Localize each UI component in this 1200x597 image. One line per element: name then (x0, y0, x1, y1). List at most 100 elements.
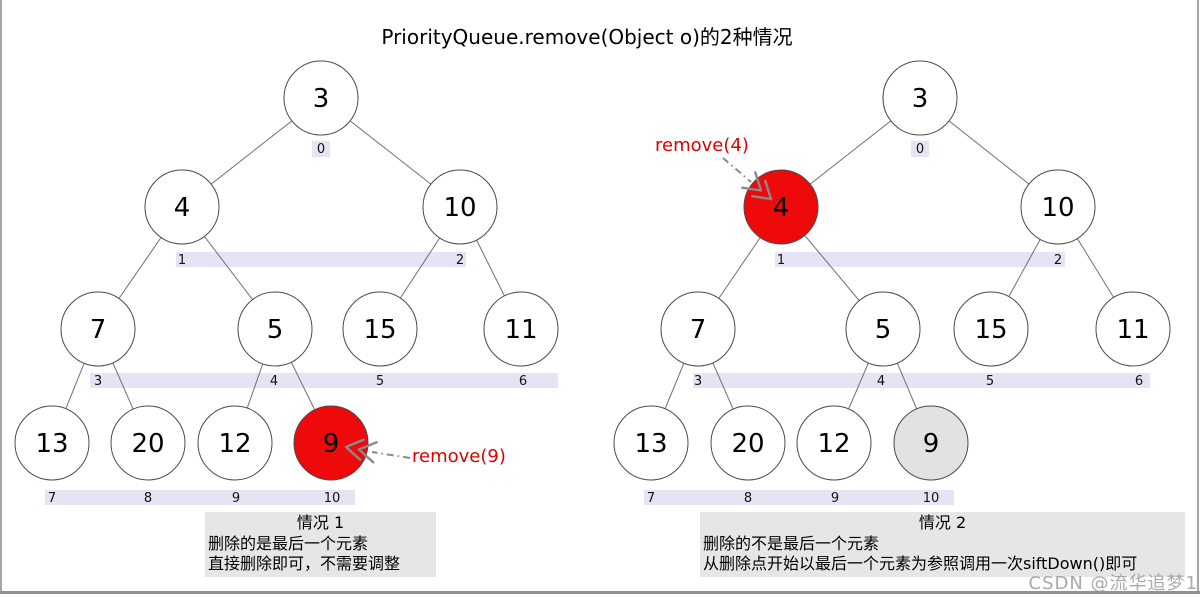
index-label: 5 (376, 374, 384, 389)
index-label: 7 (48, 491, 56, 506)
index-strip (775, 252, 1065, 267)
tree-node-20 (710, 405, 786, 481)
remove-arrow-line (722, 157, 752, 183)
index-label: 6 (1135, 374, 1143, 389)
tree-node-20 (110, 405, 186, 481)
tree-node-9 (293, 405, 369, 481)
tree-node-10 (422, 169, 498, 245)
remove-arrowhead (357, 441, 378, 451)
tree-node-15 (342, 291, 418, 367)
index-label: 5 (986, 374, 994, 389)
index-label: 7 (647, 491, 655, 506)
tree-node-3 (283, 60, 359, 136)
remove-arrowhead (751, 195, 773, 201)
node-value-label: 13 (634, 429, 667, 459)
index-label: 3 (694, 374, 702, 389)
case1-caption-box: 情况 1 删除的是最后一个元素 直接删除即可，不需要调整 (205, 512, 436, 577)
tree-node-9 (893, 405, 969, 481)
node-value-label: 11 (504, 315, 537, 345)
remove-arrowhead (344, 445, 362, 461)
index-label: 1 (178, 253, 186, 268)
index-label: 8 (744, 491, 752, 506)
node-value-label: 7 (90, 315, 107, 345)
remove-annotation-case2: remove(4) (655, 135, 749, 156)
node-value-label: 7 (690, 315, 707, 345)
tree-node-7 (60, 291, 136, 367)
tree-node-10 (1020, 169, 1096, 245)
case1-caption-heading: 情况 1 (296, 513, 345, 532)
index-label: 6 (519, 374, 527, 389)
tree-node-3 (882, 60, 958, 136)
node-value-label: 4 (773, 193, 790, 223)
tree-node-5 (237, 291, 313, 367)
page-title: PriorityQueue.remove(Object o)的2种情况 (381, 25, 793, 49)
index-strip (644, 490, 954, 505)
node-value-label: 5 (875, 315, 892, 345)
tree-node-15 (953, 291, 1029, 367)
node-value-label: 3 (912, 84, 929, 114)
node-value-label: 10 (443, 193, 476, 223)
index-strip (90, 373, 558, 388)
node-value-label: 20 (731, 429, 764, 459)
index-strip (911, 141, 929, 157)
remove-arrowhead (344, 438, 365, 449)
case1-caption-line-2: 直接删除即可，不需要调整 (208, 554, 401, 573)
node-value-label: 12 (218, 429, 251, 459)
index-label: 0 (317, 142, 325, 157)
index-strip (312, 141, 330, 157)
tree-node-11 (483, 291, 559, 367)
bottom-border-bar (0, 591, 1200, 594)
node-value-label: 4 (174, 193, 191, 223)
tree-node-11 (1095, 291, 1171, 367)
case2-caption-line-2: 从删除点开始以最后一个元素为参照调用一次siftDown()即可 (703, 554, 1138, 573)
tree-node-13 (613, 405, 689, 481)
remove-arrow-line (371, 451, 411, 459)
index-label: 2 (456, 253, 464, 268)
node-value-label: 11 (1116, 315, 1149, 345)
left-border (0, 0, 2, 593)
remove-arrowhead (741, 186, 763, 192)
csdn-watermark: CSDN @流华追梦1 (1028, 573, 1198, 594)
index-label: 2 (1054, 253, 1062, 268)
node-value-label: 9 (323, 429, 340, 459)
tree-node-12 (197, 405, 273, 481)
node-value-label: 15 (363, 315, 396, 345)
index-label: 3 (94, 374, 102, 389)
index-strip (693, 373, 1150, 388)
index-label: 9 (831, 491, 839, 506)
index-label: 4 (877, 374, 885, 389)
node-value-label: 12 (817, 429, 850, 459)
tree-node-4 (144, 169, 220, 245)
remove-arrowhead (754, 171, 763, 192)
tree-node-13 (14, 405, 90, 481)
node-value-label: 20 (131, 429, 164, 459)
index-label: 1 (777, 253, 785, 268)
case2-caption-box: 情况 2 删除的不是最后一个元素 从删除点开始以最后一个元素为参照调用一次sif… (700, 512, 1185, 577)
remove-arrowhead (764, 179, 773, 201)
index-label: 10 (324, 491, 341, 506)
node-value-label: 15 (974, 315, 1007, 345)
index-label: 8 (144, 491, 152, 506)
node-value-label: 5 (267, 315, 284, 345)
tree-node-7 (660, 291, 736, 367)
remove-arrowhead (357, 448, 375, 464)
tree-node-5 (845, 291, 921, 367)
case2-caption-line-1: 删除的不是最后一个元素 (703, 533, 880, 553)
case1-caption-line-1: 删除的是最后一个元素 (208, 533, 369, 553)
case2-caption-heading: 情况 2 (918, 513, 967, 532)
index-label: 10 (923, 491, 940, 506)
index-strip (176, 252, 466, 267)
index-strip (45, 490, 355, 505)
index-label: 9 (232, 491, 240, 506)
remove-annotation-case1: remove(9) (412, 446, 506, 467)
right-border (1197, 0, 1199, 593)
index-label: 4 (270, 374, 278, 389)
index-label: 0 (916, 142, 924, 157)
tree-node-4 (743, 169, 819, 245)
node-value-label: 13 (35, 429, 68, 459)
node-value-label: 3 (313, 84, 330, 114)
